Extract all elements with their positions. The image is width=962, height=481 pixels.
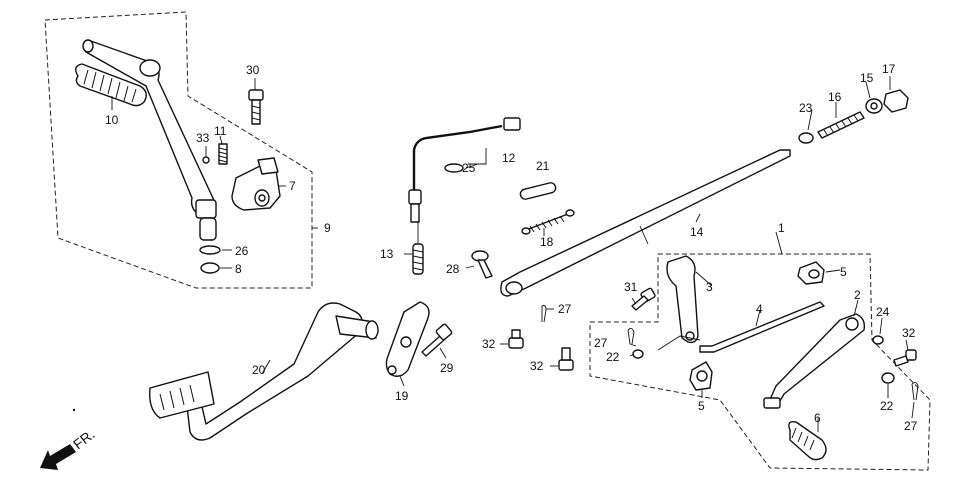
cotter-pin-part-27-right [911, 381, 919, 401]
step-bar-part-2 [763, 313, 866, 409]
spring-part-11 [218, 143, 228, 165]
washer-part-24 [872, 335, 884, 345]
callout-27-right: 27 [904, 419, 918, 433]
bolt-part-32-mid [558, 347, 574, 371]
step-bar-group-box [589, 253, 931, 471]
joint-part-15 [865, 98, 883, 114]
bolt-part-32-right [893, 349, 917, 367]
callout-29: 29 [440, 361, 454, 375]
callout-3: 3 [706, 280, 713, 294]
washer-part-26 [199, 245, 221, 255]
leader-lines [111, 76, 915, 432]
brake-rod-part [500, 149, 791, 297]
callout-21: 21 [536, 159, 550, 173]
callout-4: 4 [756, 302, 763, 316]
boss-part-7 [231, 157, 281, 211]
callout-16: 16 [828, 90, 842, 104]
boss-part-5-upper [797, 261, 825, 285]
reference-dot [72, 408, 76, 412]
cotter-pin-part-27-upper [541, 305, 547, 323]
washer-part-22-right [881, 372, 895, 384]
callout-labels: 1 2 3 4 5 5 6 7 8 9 10 11 12 13 14 15 16… [105, 62, 918, 433]
callout-11: 11 [214, 124, 227, 138]
callout-27-left: 27 [594, 336, 608, 350]
spring-part-18 [521, 209, 575, 235]
nut-part-17 [883, 89, 909, 113]
callout-2: 2 [854, 288, 861, 302]
callout-22-left: 22 [606, 350, 620, 364]
callout-17: 17 [882, 62, 896, 76]
callout-13: 13 [380, 247, 394, 261]
callout-5-upper: 5 [840, 265, 847, 279]
bolt-part-30 [248, 89, 264, 125]
bolt-part-31 [631, 287, 656, 311]
callout-12: 12 [502, 151, 516, 165]
callout-28: 28 [446, 262, 460, 276]
callout-30: 30 [246, 63, 260, 77]
link-rod-part-4 [699, 301, 825, 353]
callout-31: 31 [624, 280, 638, 294]
callout-24: 24 [876, 305, 890, 319]
callout-32-left: 32 [482, 337, 496, 351]
kick-grip-part [75, 63, 147, 107]
brake-switch-spring-part [412, 222, 424, 275]
bolt-part-28 [471, 250, 493, 279]
bolt-part-29 [421, 323, 453, 357]
pin-part-21 [519, 182, 557, 200]
kick-starter-group-box [44, 11, 313, 289]
step-rubber-part-6 [788, 420, 827, 461]
callout-5-lower: 5 [698, 399, 705, 413]
brake-pedal-part [149, 302, 379, 441]
callout-10: 10 [105, 113, 119, 127]
callout-20: 20 [252, 363, 266, 377]
callout-9: 9 [324, 221, 331, 235]
pin-part-33 [202, 156, 210, 164]
callout-15: 15 [860, 71, 874, 85]
callout-18: 18 [540, 235, 554, 249]
step-lever-part-3 [666, 255, 699, 344]
callout-26: 26 [235, 244, 249, 258]
circlip-part-8 [200, 262, 220, 274]
callout-25: 25 [462, 161, 476, 175]
callout-7: 7 [289, 179, 296, 193]
callout-22-right: 22 [880, 399, 894, 413]
callout-32-mid: 32 [530, 359, 544, 373]
callout-19: 19 [395, 389, 409, 403]
front-arrow-icon [40, 444, 76, 470]
callout-32-right: 32 [902, 326, 916, 340]
brake-arm-part [385, 301, 430, 377]
callout-23: 23 [799, 101, 813, 115]
washer-part-22-left [632, 349, 644, 359]
callout-14: 14 [690, 225, 704, 239]
washer-part-23 [798, 132, 814, 144]
bolt-part-32-left [508, 329, 524, 349]
callout-33: 33 [196, 131, 210, 145]
cotter-pin-part-27-left [627, 327, 635, 345]
front-direction-indicator: FR. [40, 408, 98, 470]
stop-switch-wire-part [408, 117, 521, 223]
callout-1: 1 [778, 221, 785, 235]
callout-8: 8 [235, 262, 242, 276]
front-label: FR. [70, 426, 98, 452]
callout-6: 6 [814, 411, 821, 425]
callout-27-upper: 27 [558, 302, 572, 316]
boss-part-5-lower [689, 361, 713, 391]
spring-part-16 [817, 111, 865, 139]
kick-starter-arm-part [82, 39, 217, 241]
